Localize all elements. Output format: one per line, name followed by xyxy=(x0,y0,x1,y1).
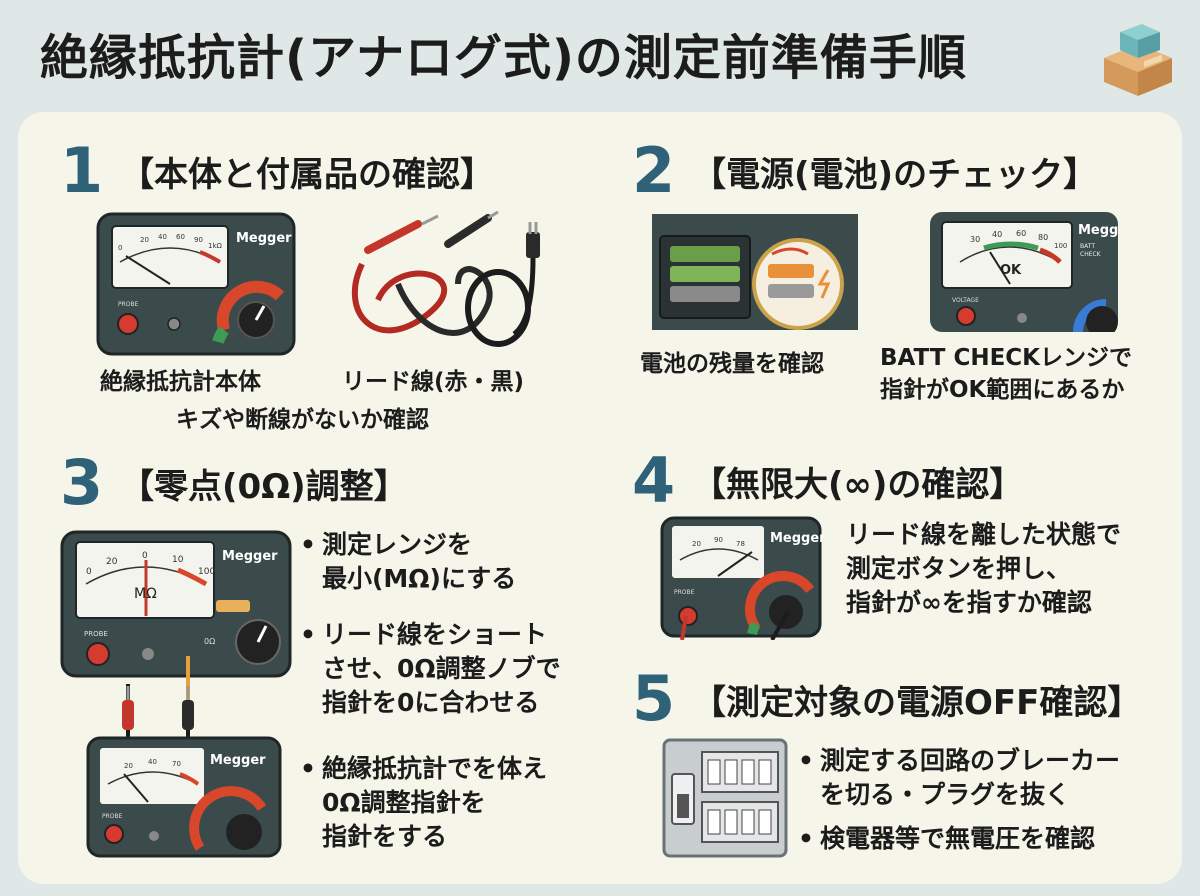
section-2-header: 2 【電源(電池)のチェック】 xyxy=(632,140,1097,202)
section-3-header: 3 【零点(0Ω)調整】 xyxy=(60,452,408,514)
svg-text:10: 10 xyxy=(172,555,184,565)
section-number: 1 xyxy=(60,134,104,207)
infinity-check-text: リード線を離した状態で 測定ボタンを押し、 指針が∞を指すか確認 xyxy=(846,520,1122,617)
svg-text:78: 78 xyxy=(736,540,745,548)
insulation-tester-illustration: 0 20 40 60 90 1kΩ Megger PROBE xyxy=(96,212,296,356)
svg-text:MΩ: MΩ xyxy=(134,586,157,602)
svg-text:40: 40 xyxy=(158,233,167,241)
battery-compartment-illustration xyxy=(652,214,858,330)
svg-text:Megger: Megger xyxy=(1078,223,1118,238)
svg-text:Megger: Megger xyxy=(236,231,292,246)
svg-text:PROBE: PROBE xyxy=(674,589,695,596)
section-heading: 【無限大(∞)の確認】 xyxy=(692,464,1024,505)
section-4-header: 4 【無限大(∞)の確認】 xyxy=(632,450,1023,512)
svg-text:20: 20 xyxy=(140,236,149,244)
svg-text:CHECK: CHECK xyxy=(1080,251,1102,258)
svg-text:20: 20 xyxy=(124,762,133,770)
caption-battery-level: 電池の残量を確認 xyxy=(640,351,824,377)
power-off-step-1: • 測定する回路のブレーカー を切る・プラグを抜く xyxy=(798,746,1121,809)
svg-text:90: 90 xyxy=(194,236,203,244)
svg-text:Megger: Megger xyxy=(770,531,824,546)
breaker-panel-illustration xyxy=(662,738,788,858)
test-leads-illustration xyxy=(351,210,540,347)
section-heading: 【零点(0Ω)調整】 xyxy=(120,466,408,507)
svg-text:40: 40 xyxy=(148,758,157,766)
section-number: 4 xyxy=(632,444,676,517)
section-number: 5 xyxy=(632,662,676,735)
section-number: 2 xyxy=(632,134,676,207)
svg-text:Megger: Megger xyxy=(210,753,266,768)
svg-text:80: 80 xyxy=(1038,233,1048,242)
svg-text:20: 20 xyxy=(106,557,118,567)
zero-step-3: • 絶縁抵抗計でを体え 0Ω調整指針を 指針をする xyxy=(300,754,548,851)
section-heading: 【電源(電池)のチェック】 xyxy=(692,154,1098,195)
svg-text:0: 0 xyxy=(118,244,122,252)
caption-inspect: キズや断線がないか確認 xyxy=(176,407,429,433)
section-number: 3 xyxy=(60,446,104,519)
infinity-check-meter-illustration: 20 90 78 Megger PROBE xyxy=(660,516,824,640)
svg-text:0Ω: 0Ω xyxy=(204,637,215,646)
section-1-header: 1 【本体と付属品の確認】 xyxy=(60,140,494,202)
svg-text:PROBE: PROBE xyxy=(102,813,123,820)
zero-adjust-meter-illustration: 0 20 0 10 100 MΩ Megger PROBE 0Ω xyxy=(60,530,292,678)
svg-text:OK: OK xyxy=(1000,263,1022,278)
svg-text:100: 100 xyxy=(1054,242,1067,250)
power-off-step-2: • 検電器等で無電圧を確認 xyxy=(798,824,1096,853)
svg-text:1kΩ: 1kΩ xyxy=(208,242,223,250)
section-heading: 【測定対象の電源OFF確認】 xyxy=(692,682,1142,723)
svg-text:PROBE: PROBE xyxy=(118,301,139,308)
battery-check-meter-illustration: 30 40 60 80 100 OK Megger BATT CHECK VOL… xyxy=(930,212,1118,332)
svg-text:VOLTAGE: VOLTAGE xyxy=(952,297,979,304)
svg-text:60: 60 xyxy=(1016,229,1026,238)
svg-text:60: 60 xyxy=(176,233,185,241)
shorted-leads-illustration: 20 40 70 Megger PROBE xyxy=(86,656,282,858)
svg-text:90: 90 xyxy=(714,536,723,544)
caption-batt-check-1: BATT CHECKレンジで xyxy=(880,345,1133,371)
zero-step-2: • リード線をショート させ、0Ω調整ノブで 指針を0に合わせる xyxy=(300,620,561,717)
svg-text:40: 40 xyxy=(992,230,1002,239)
svg-text:30: 30 xyxy=(970,235,980,244)
caption-test-leads: リード線(赤・黒) xyxy=(342,369,525,395)
caption-batt-check-2: 指針がOK範囲にあるか xyxy=(880,377,1125,403)
svg-text:20: 20 xyxy=(692,540,701,548)
section-heading: 【本体と付属品の確認】 xyxy=(120,154,494,195)
svg-text:BATT: BATT xyxy=(1080,243,1095,250)
svg-text:0: 0 xyxy=(142,551,148,561)
svg-text:70: 70 xyxy=(172,760,181,768)
caption-tester-body: 絶縁抵抗計本体 xyxy=(100,369,261,395)
zero-step-1: • 測定レンジを 最小(MΩ)にする xyxy=(300,530,517,593)
page-title: 絶縁抵抗計(アナログ式)の測定前準備手順 xyxy=(40,30,967,86)
svg-text:100: 100 xyxy=(198,567,215,577)
svg-text:0: 0 xyxy=(86,567,92,577)
svg-text:Megger: Megger xyxy=(222,549,278,564)
section-5-header: 5 【測定対象の電源OFF確認】 xyxy=(632,668,1141,730)
svg-text:PROBE: PROBE xyxy=(84,630,108,638)
cardboard-box-icon xyxy=(1104,24,1172,96)
